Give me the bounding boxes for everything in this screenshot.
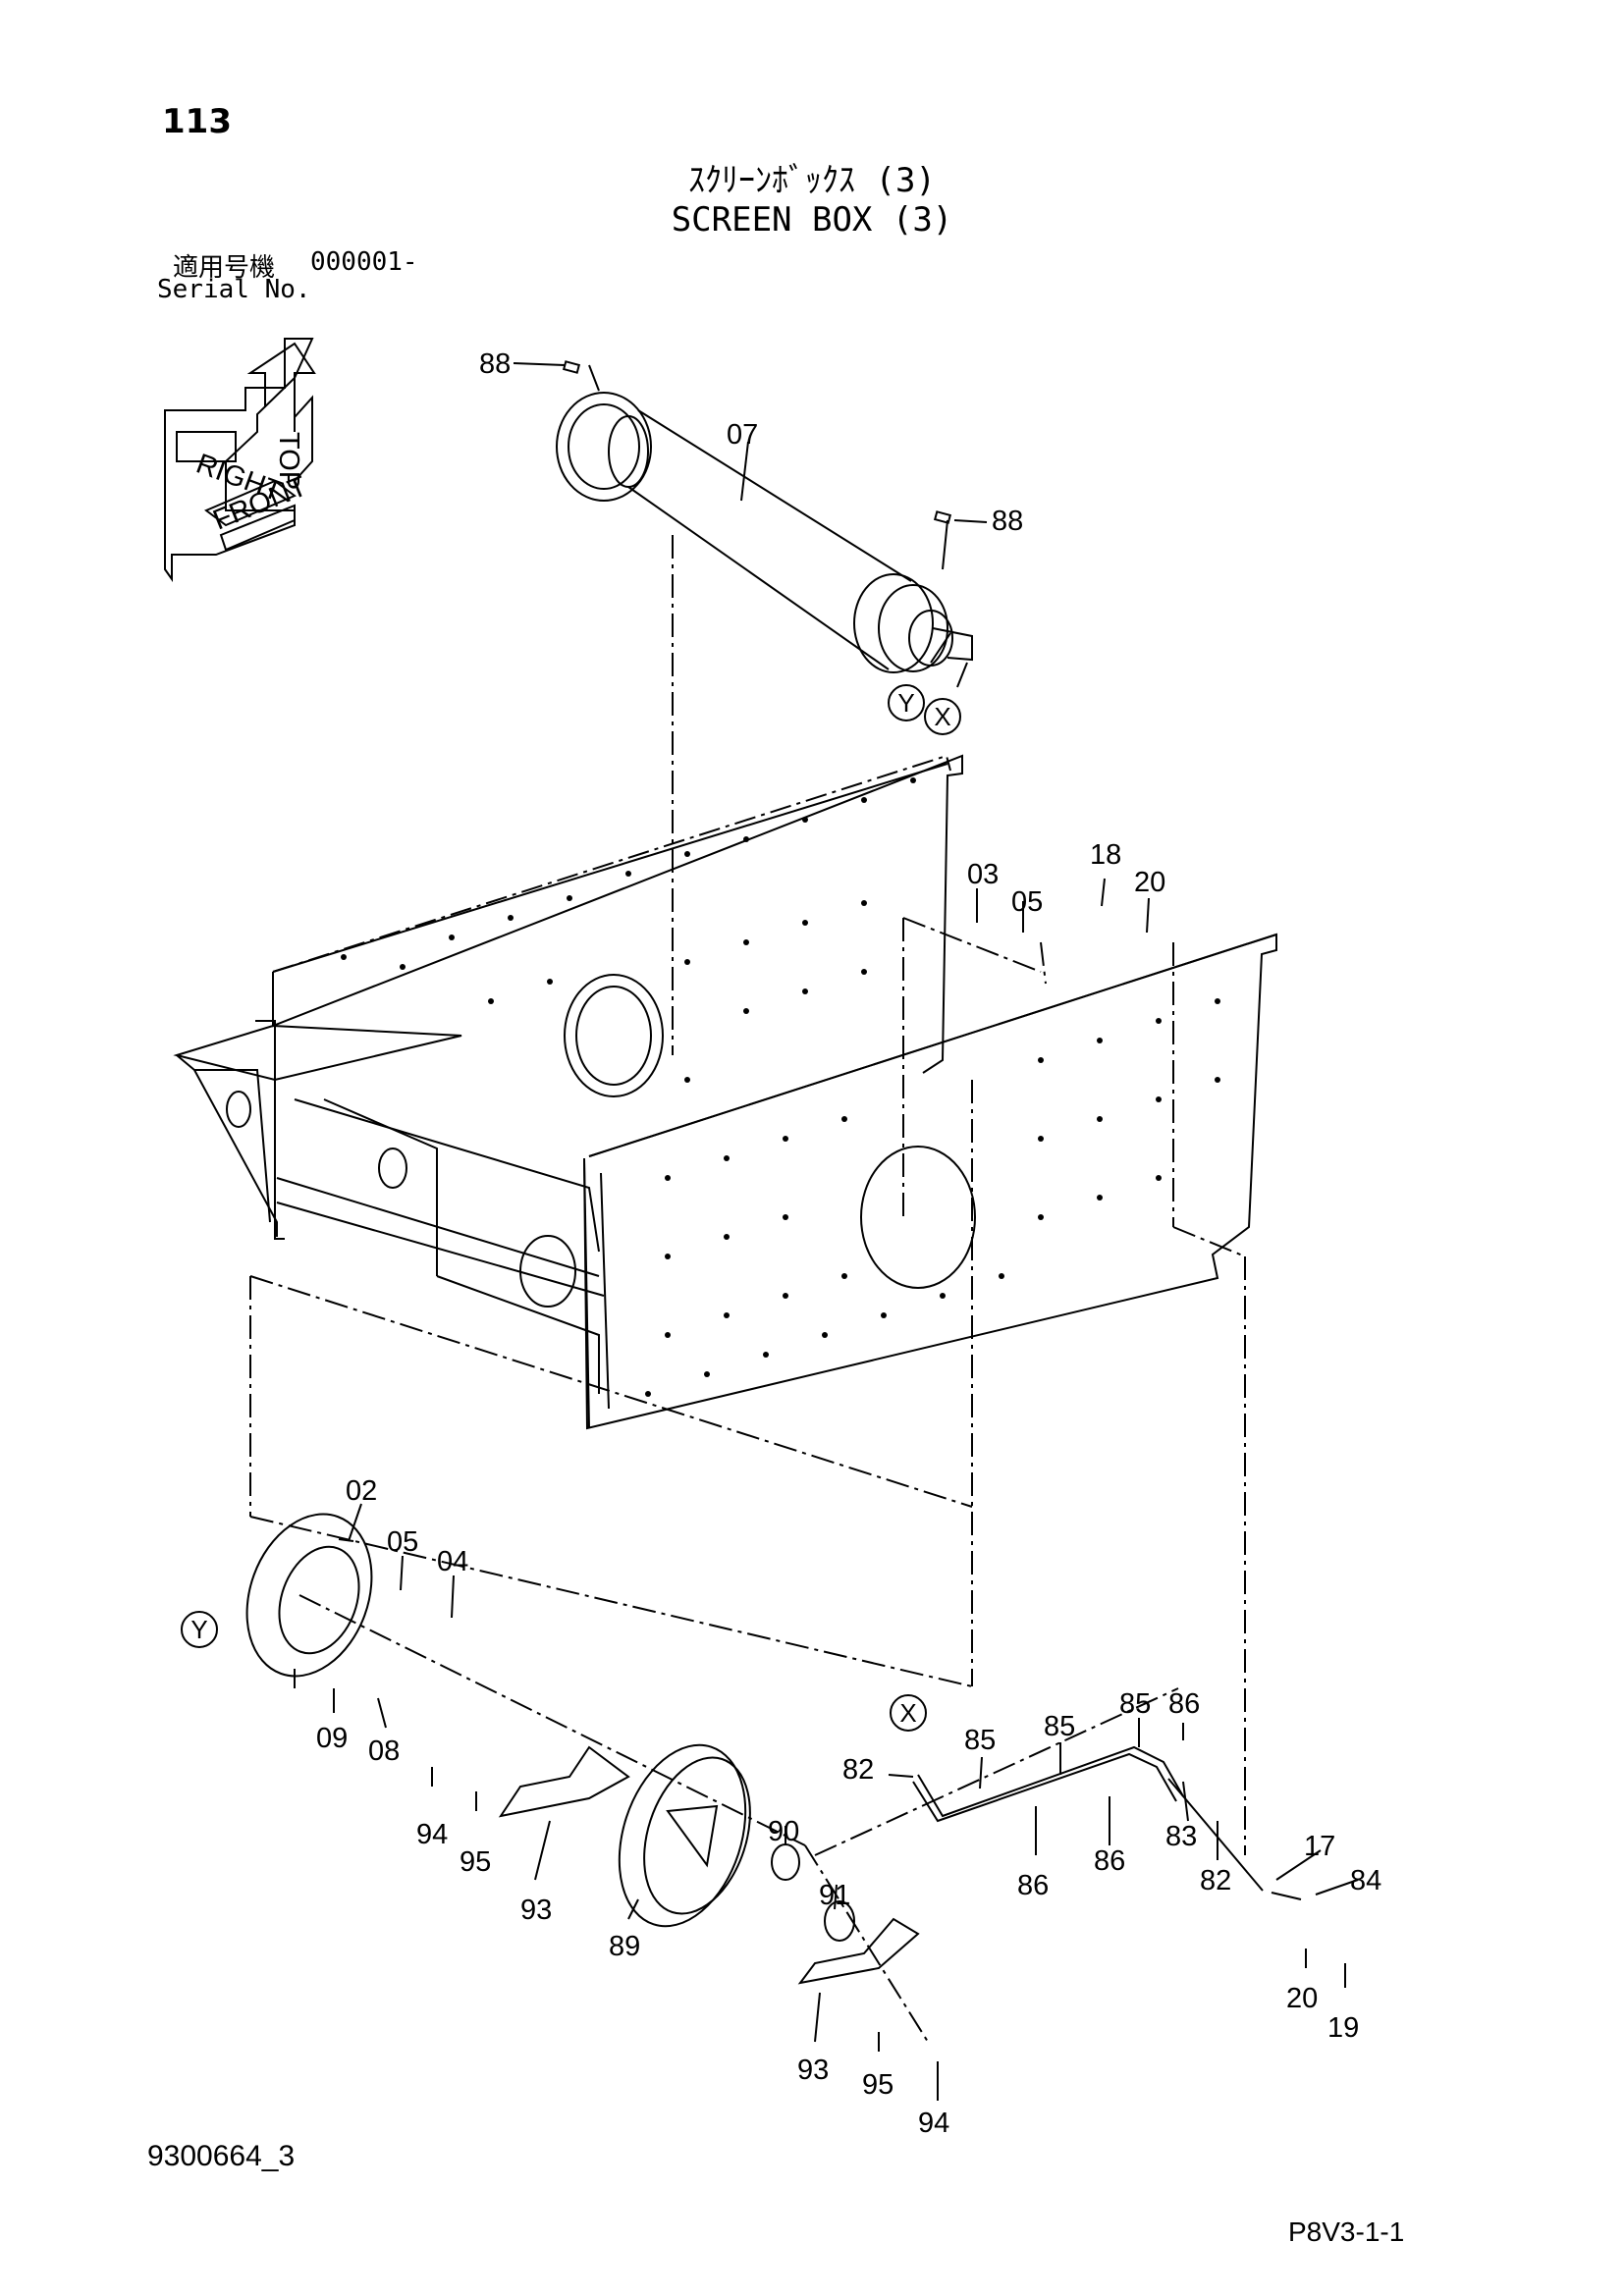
- reference-circle-y-bottom: [181, 1611, 218, 1648]
- part-label: 94: [416, 1819, 448, 1850]
- part-label: 20: [1134, 867, 1165, 898]
- part-label: 07: [727, 419, 758, 451]
- wheel-assembly: [498, 1743, 920, 1985]
- drawing-code: 9300664_3: [147, 2140, 296, 2172]
- part-label: 05: [387, 1526, 418, 1558]
- part-label: 86: [1094, 1845, 1125, 1877]
- part-label: 82: [1200, 1865, 1231, 1896]
- part-label: 85: [1044, 1711, 1075, 1742]
- part-label: 86: [1017, 1870, 1049, 1901]
- leader-lines: [333, 632, 1218, 2101]
- flange-plate: [245, 1513, 373, 1688]
- part-label: 20: [1286, 1983, 1318, 2014]
- part-label: 90: [768, 1816, 799, 1847]
- orientation-label-top: TOP: [273, 432, 304, 490]
- page-code: P8V3-1-1: [1288, 2216, 1405, 2247]
- reference-circle-x-bottom: [890, 1694, 927, 1732]
- part-label: 93: [797, 2055, 829, 2086]
- part-label: 83: [1165, 1821, 1197, 1852]
- part-label: 86: [1168, 1688, 1200, 1720]
- reference-marker-x-top: X: [934, 702, 950, 731]
- part-label: 03: [967, 859, 999, 890]
- part-label: 93: [520, 1895, 552, 1926]
- part-label: 91: [819, 1880, 850, 1911]
- part-label: 17: [1304, 1831, 1335, 1862]
- reference-circle-x-top: [924, 698, 961, 735]
- part-label: 85: [964, 1725, 996, 1756]
- part-label: 09: [316, 1723, 348, 1754]
- part-label: 82: [842, 1754, 874, 1786]
- part-label: 88: [479, 348, 511, 380]
- part-label: 04: [437, 1546, 468, 1577]
- reference-marker-x-bottom: X: [899, 1698, 916, 1728]
- orientation-icon: TOP RIGHT FRONT: [164, 338, 316, 583]
- page-number: 113: [162, 102, 232, 141]
- part-label: 95: [862, 2069, 893, 2101]
- part-label: 95: [460, 1846, 491, 1878]
- part-label: 85: [1119, 1688, 1151, 1720]
- page-title-english: SCREEN BOX (3): [671, 200, 953, 240]
- reference-marker-y-top: Y: [897, 688, 914, 718]
- part-label: 19: [1327, 2012, 1359, 2044]
- part-label: 89: [609, 1931, 640, 1962]
- part-label: 18: [1090, 839, 1121, 871]
- part-label: 02: [346, 1475, 377, 1507]
- screen-box-frame: [173, 754, 1277, 1430]
- part-label: 05: [1011, 886, 1043, 918]
- part-label: 94: [918, 2108, 949, 2139]
- assembly-lines: [249, 535, 1246, 2043]
- reference-marker-y-bottom: Y: [190, 1615, 207, 1644]
- part-label: 08: [368, 1735, 400, 1767]
- shaft-assembly: [513, 360, 988, 673]
- serial-label-english: Serial No.: [157, 275, 311, 304]
- part-label: 84: [1350, 1865, 1381, 1896]
- page-title-japanese: ｽｸﾘｰﾝﾎﾞｯｸｽ (3): [688, 161, 936, 200]
- serial-label-japanese: 適用号機: [173, 253, 276, 283]
- reference-circle-y-top: [888, 684, 925, 721]
- serial-number-value: 000001-: [310, 247, 418, 277]
- part-label: 88: [992, 506, 1023, 537]
